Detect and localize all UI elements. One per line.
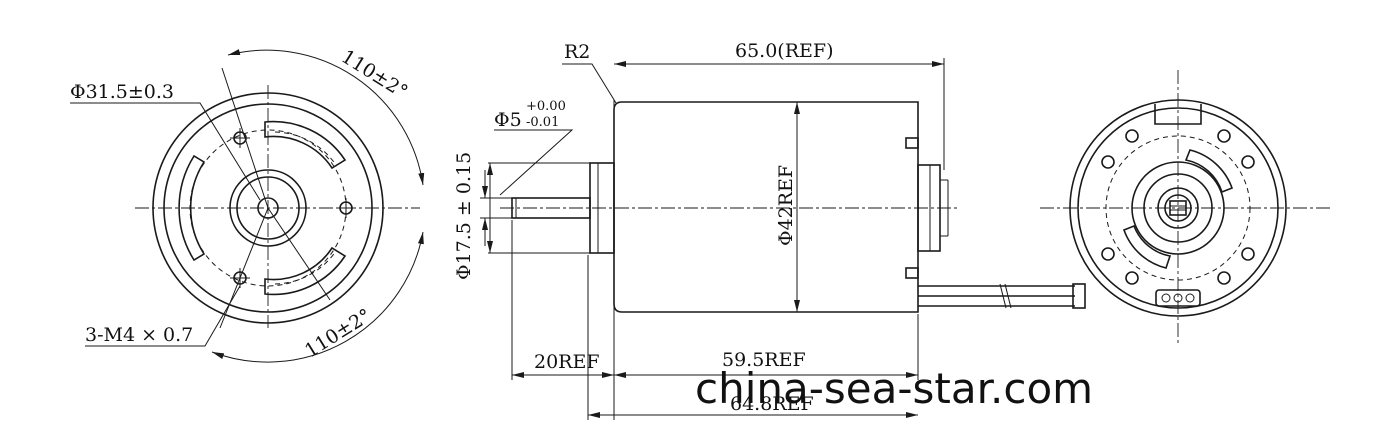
shaft-dia-label: Φ5 bbox=[494, 109, 522, 131]
watermark: china-sea-star.com bbox=[695, 364, 1093, 413]
bolt-circle-leader bbox=[70, 102, 261, 201]
front-view: Φ31.5±0.3 3-M4 × 0.7 110±2° 110±2° bbox=[70, 46, 425, 363]
thread-spec-label: 3-M4 × 0.7 bbox=[85, 324, 193, 346]
angle-label-top: 110±2° bbox=[337, 46, 411, 104]
radius-label: R2 bbox=[564, 41, 590, 63]
body-tab-top bbox=[905, 137, 919, 149]
rear-cap bbox=[917, 164, 941, 252]
shaft-dia-leader bbox=[494, 129, 574, 196]
shaft-length-label: 20REF bbox=[534, 351, 600, 373]
rear-boss-outer bbox=[1131, 161, 1225, 255]
boss-dia-label: Φ17.5 ± 0.15 bbox=[453, 152, 475, 280]
rear-view bbox=[1040, 70, 1330, 345]
overall-length-label: 65.0(REF) bbox=[735, 40, 834, 62]
bolt-hole-right bbox=[336, 198, 356, 218]
motor-body bbox=[613, 101, 919, 313]
rear-bearing-outer bbox=[1157, 187, 1199, 229]
rear-boss-mid bbox=[1143, 173, 1213, 243]
shaft-tol-upper: +0.00 bbox=[526, 99, 566, 114]
rear-bearing-inner bbox=[1164, 194, 1192, 222]
rear-top-tab bbox=[1154, 104, 1202, 125]
radius-leader bbox=[562, 63, 617, 104]
lead-wires bbox=[918, 283, 1086, 309]
rear-wire-exit bbox=[1155, 289, 1201, 307]
rear-vent-slot-lower bbox=[1122, 224, 1172, 269]
front-vent-slot-left bbox=[178, 154, 206, 262]
rear-hidden-circle bbox=[1105, 135, 1251, 281]
angle-arc-bottom bbox=[211, 231, 424, 363]
angle-label-bottom: 110±2° bbox=[301, 304, 375, 362]
body-length-label: 59.5REF bbox=[722, 349, 806, 371]
angle-ray-bottom bbox=[267, 207, 331, 301]
front-shaft bbox=[257, 197, 279, 219]
body-tab-bottom bbox=[905, 267, 919, 279]
angle-arc-top bbox=[227, 49, 425, 186]
length-to-end-label: 64.8REF bbox=[730, 393, 814, 415]
rear-shaft-end bbox=[1169, 200, 1187, 216]
thread-leader bbox=[85, 285, 241, 347]
rear-outer-circle bbox=[1069, 99, 1287, 317]
rear-vent-slot-upper bbox=[1184, 149, 1234, 194]
shaft-tol-lower: -0.01 bbox=[526, 115, 559, 130]
rear-mounting-holes bbox=[1101, 129, 1255, 285]
bolt-circle-label: Φ31.5±0.3 bbox=[70, 81, 174, 103]
side-view: R2 65.0(REF) Φ5 +0.00 -0.01 Φ17.5 ± 0.15… bbox=[453, 40, 1086, 420]
rear-rim-circle bbox=[1077, 107, 1279, 309]
body-dia-label: Φ42REF bbox=[775, 165, 797, 246]
